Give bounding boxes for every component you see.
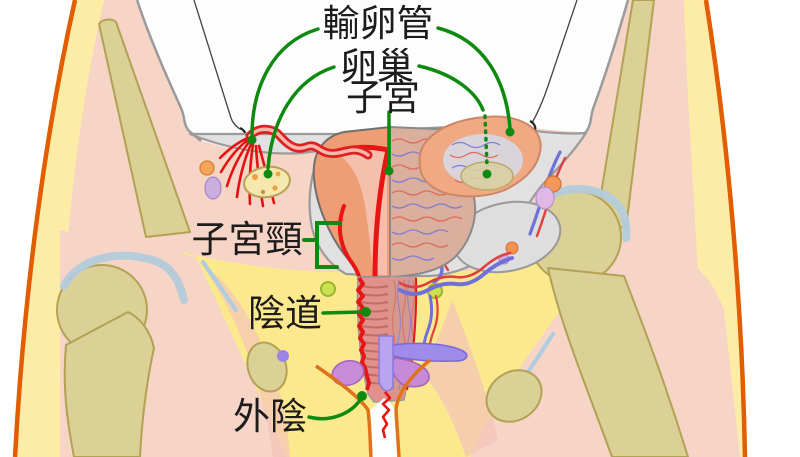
- skin-fat-layers: [12, 0, 748, 457]
- label-uterus: 子宮: [346, 77, 420, 119]
- label-fallopian-tube: 輸卵管: [323, 3, 434, 45]
- labels: 輸卵管 卵巢 子宮 子宮頸 陰道 外陰: [192, 3, 434, 438]
- abdominal-cavity: [135, 0, 630, 155]
- leader-ovary-right-dotted: [483, 114, 489, 168]
- vaginal-left-red-edge: [356, 276, 371, 391]
- leader-ovary-right: [417, 64, 485, 112]
- right-tube-ovary: [418, 115, 542, 198]
- leader-fallopian-left: [250, 27, 320, 138]
- hip-cartilage: [60, 185, 631, 304]
- leader-vagina: [321, 310, 364, 315]
- clitoral-crus: [392, 342, 468, 362]
- left-tube-ovary: [218, 124, 373, 208]
- uterus-left-half: [312, 125, 391, 280]
- right-ischial-bone: [485, 369, 543, 423]
- leader-vulva: [307, 398, 362, 421]
- right-femur-shaft: [547, 267, 689, 457]
- annotation-leaders: [250, 26, 512, 421]
- label-vagina: 陰道: [248, 293, 322, 335]
- pubic-cartilage-lines: [201, 260, 555, 374]
- leader-fallopian-right: [436, 26, 512, 130]
- pelvis-and-femur-bones: [56, 0, 689, 457]
- left-femur-shaft: [63, 311, 155, 457]
- leader-ovary-left: [266, 65, 336, 170]
- vulva-region: [315, 358, 432, 457]
- cervix-bracket: [302, 221, 342, 269]
- left-iliac-bone: [98, 18, 191, 238]
- label-ovary: 卵巢: [340, 47, 414, 88]
- urethra-strip: [378, 335, 394, 392]
- vulva-red-line: [381, 391, 392, 439]
- annotation-dots: [247, 127, 515, 401]
- label-vulva: 外陰: [233, 396, 307, 438]
- purple-structures: [331, 335, 468, 392]
- label-cervix: 子宮頸: [192, 219, 303, 261]
